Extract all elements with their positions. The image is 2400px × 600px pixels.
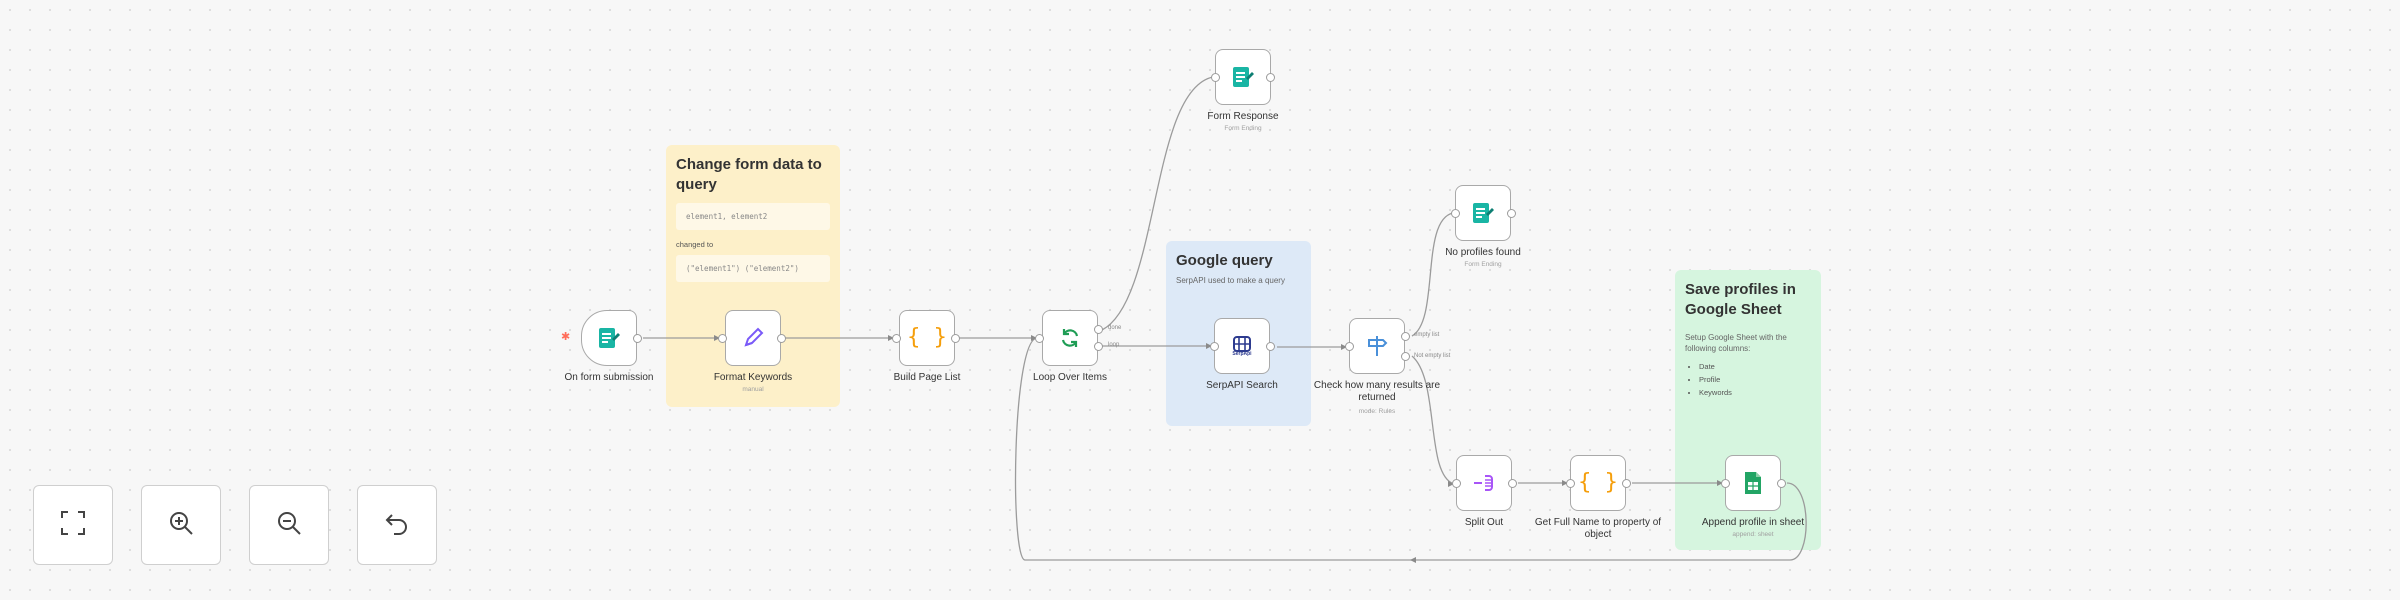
input-port[interactable] [1721, 479, 1730, 488]
undo-button[interactable] [357, 485, 437, 565]
node-sublabel: mode: Rules [1358, 408, 1396, 415]
input-port[interactable] [1452, 479, 1461, 488]
fit-view-icon [58, 508, 88, 543]
node-get-full-name[interactable]: { } [1570, 455, 1626, 511]
zoom-in-button[interactable] [141, 485, 221, 565]
branch-label: loop [1108, 342, 1120, 348]
branch-label: Not empty list [1414, 353, 1451, 359]
sticky-title: Change form data to query [676, 156, 822, 193]
output-port[interactable] [1266, 342, 1275, 351]
output-port[interactable] [1508, 479, 1517, 488]
form-trigger-icon [596, 325, 622, 351]
node-sublabel: Form Ending [1224, 125, 1262, 132]
sticky-subtitle: SerpAPI used to make a query [1176, 276, 1285, 285]
output-port-done[interactable] [1094, 325, 1103, 334]
output-port[interactable] [951, 334, 960, 343]
zoom-out-button[interactable] [249, 485, 329, 565]
column-item: Date [1699, 360, 1811, 373]
input-port[interactable] [1451, 209, 1460, 218]
zoom-out-icon [274, 508, 304, 543]
node-sublabel: Form Ending [1464, 261, 1502, 268]
pencil-icon [741, 326, 765, 350]
node-label: Build Page List [893, 372, 961, 383]
branch-label: empty list [1414, 332, 1440, 338]
node-label: Loop Over Items [1033, 372, 1107, 383]
code-braces-icon: { } [1578, 470, 1618, 495]
sticky-title: Save profiles in Google Sheet [1685, 281, 1796, 318]
node-label: Append profile in sheet [1701, 517, 1805, 528]
node-label: On form submission [564, 372, 654, 383]
branch-label: done [1108, 325, 1122, 331]
node-serpapi-search[interactable]: SerpApi [1214, 318, 1270, 374]
output-port-not-empty[interactable] [1401, 352, 1410, 361]
split-out-icon [1472, 471, 1496, 495]
node-build-page-list[interactable]: { } [899, 310, 955, 366]
serpapi-icon-text: SerpApi [1232, 350, 1252, 357]
loop-icon [1058, 326, 1082, 350]
input-port[interactable] [1345, 342, 1354, 351]
node-sublabel: append: sheet [1732, 531, 1774, 538]
node-loop-over-items[interactable] [1042, 310, 1098, 366]
switch-icon [1365, 334, 1389, 358]
input-port[interactable] [1211, 73, 1220, 82]
code-snippet: element1, element2 [676, 203, 830, 230]
node-sublabel: manual [742, 386, 764, 393]
node-form-response[interactable] [1215, 49, 1271, 105]
code-braces-icon: { } [907, 325, 947, 350]
input-port[interactable] [1566, 479, 1575, 488]
column-item: Keywords [1699, 386, 1811, 399]
output-port[interactable] [633, 334, 642, 343]
fit-view-button[interactable] [33, 485, 113, 565]
sticky-text: changed to [676, 240, 714, 249]
output-port[interactable] [1622, 479, 1631, 488]
sticky-change-form[interactable]: Change form data to query element1, elem… [666, 145, 840, 407]
edge-check-notempty-to-split [1411, 355, 1455, 485]
output-port-empty[interactable] [1401, 332, 1410, 341]
form-icon [1230, 64, 1256, 90]
node-format-keywords[interactable] [725, 310, 781, 366]
trigger-marker-icon: ✱ [561, 331, 571, 343]
input-port[interactable] [892, 334, 901, 343]
output-port-loop[interactable] [1094, 342, 1103, 351]
node-label: No profiles found [1445, 247, 1521, 258]
node-no-profiles[interactable] [1455, 185, 1511, 241]
node-form-trigger[interactable] [581, 310, 637, 366]
undo-icon [382, 508, 412, 543]
google-sheets-icon [1743, 470, 1763, 496]
input-port[interactable] [1035, 334, 1044, 343]
column-item: Profile [1699, 373, 1811, 386]
node-label: Get Full Name to property of object [1534, 517, 1662, 540]
column-list: Date Profile Keywords [1685, 360, 1811, 399]
input-port[interactable] [718, 334, 727, 343]
input-port[interactable] [1210, 342, 1219, 351]
node-label: SerpAPI Search [1206, 380, 1278, 391]
sticky-title: Google query [1176, 252, 1273, 269]
serpapi-icon: SerpApi [1232, 335, 1252, 357]
form-icon [1470, 200, 1496, 226]
edge-check-empty-to-noprofiles [1411, 212, 1454, 337]
node-label: Check how many results are returned [1313, 380, 1441, 403]
code-snippet: ("element1") ("element2") [676, 255, 830, 282]
sticky-subtitle: Setup Google Sheet with the following co… [1685, 333, 1787, 353]
node-check-results[interactable] [1349, 318, 1405, 374]
node-split-out[interactable] [1456, 455, 1512, 511]
output-port[interactable] [1507, 209, 1516, 218]
arrow-loop-back [1410, 557, 1416, 563]
node-append-sheet[interactable] [1725, 455, 1781, 511]
node-label: Format Keywords [713, 372, 793, 383]
output-port[interactable] [777, 334, 786, 343]
output-port[interactable] [1777, 479, 1786, 488]
output-port[interactable] [1266, 73, 1275, 82]
zoom-in-icon [166, 508, 196, 543]
node-label: Form Response [1207, 111, 1279, 122]
